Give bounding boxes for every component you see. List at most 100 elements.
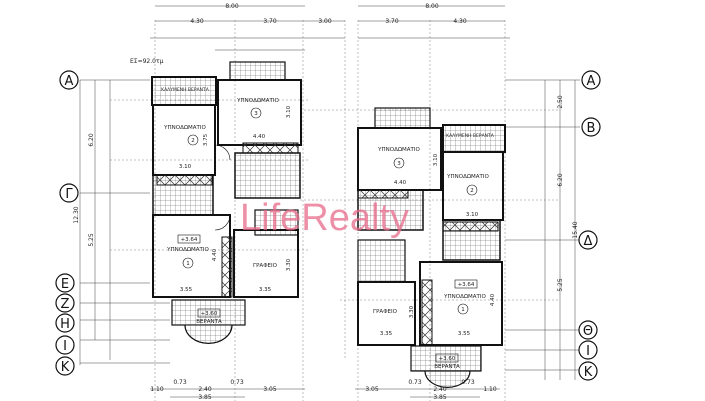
left-office [233,229,299,298]
dim-text: 3.75 [203,133,209,146]
dim-text: 3.05 [365,386,379,393]
dim-text: 3.30 [286,258,292,271]
right-level-box-1 [454,279,478,289]
right-room-number-circle-3 [393,157,405,169]
left-bathroom [234,152,301,199]
room-label: ΒΕΡΑΝΤΑ [434,364,460,370]
dim-text: 3.70 [385,18,399,25]
dim-text: 3.00 [318,18,332,25]
room-label: ΒΕΡΑΝΤΑ [196,319,222,325]
dim-text: 4.30 [190,18,204,25]
watermark: LifeRealty [240,197,409,239]
axis-label: Α [587,74,596,89]
dim-text: 4.40 [212,248,218,261]
dim-text: 3.10 [179,164,192,170]
dim-text: 3.05 [263,386,277,393]
dim-text: 3.10 [286,105,292,118]
axis-label: Η [60,317,70,332]
room-number: 1 [186,261,190,267]
room-label: ΥΠΝΟΔΩΜΑΤΙΟ [443,294,486,300]
level-text: +3.60 [201,311,218,317]
right-stairs [357,239,406,283]
right-level-box-2 [435,353,459,363]
dim-text: 3.35 [380,331,393,337]
dim-text: 8.00 [425,3,439,10]
right-veranda [410,345,482,372]
level-text: +3.60 [439,356,456,362]
dim-text: 2.40 [198,386,212,393]
left-plan [151,61,302,344]
left-veranda [171,299,246,326]
axis-label: Θ [583,324,593,339]
dim-text: 12.30 [73,206,80,223]
left-room-number-circle-3 [250,107,262,119]
dim-text: 3.10 [433,153,439,166]
left-level-box-1 [177,234,201,244]
left-room-number-circle-1 [182,257,194,269]
right-plan [357,107,506,388]
room-label: ΥΠΝΟΔΩΜΑΤΙΟ [377,147,420,153]
room-label: ΥΠΝΟΔΩΜΑΤΙΟ [446,174,489,180]
room-label: ΥΠΝΟΔΩΜΑΤΙΟ [236,98,279,104]
dim-text: 6.20 [88,133,95,147]
axis-label: Κ [61,360,70,375]
room-label: ΓΡΑΦΕΙΟ [373,309,398,315]
axis-label: Ε [61,277,69,292]
dim-text: 3.85 [433,394,447,401]
dim-text: 3.85 [198,394,212,401]
room-number: 3 [397,161,401,167]
axis-label: Ι [63,339,67,354]
dim-text: 2.40 [433,386,447,393]
right-veranda-arc [424,370,471,388]
dim-text: 4.40 [490,293,496,306]
right-wardrobe-b2 [442,221,499,232]
axis-label: Δ [584,234,593,249]
room-number: 2 [470,188,474,194]
dim-text: 4.40 [253,134,266,140]
level-text: +3.64 [181,237,198,243]
left-room-number-circle-2 [187,134,199,146]
dim-text: 4.40 [394,180,407,186]
axis-label: Β [587,121,596,136]
right-room-number-circle-1 [457,303,469,315]
area-note: ΕΣ=92.0τμ [130,58,164,65]
room-label: ΚΑΛΥΜΕΝΗ ΒΕΡΑΝΤΑ [161,87,210,93]
axis-label: Γ [65,187,73,202]
room-label: ΥΠΝΟΔΩΜΑΤΙΟ [166,247,209,253]
dim-text: 5.25 [557,278,564,292]
dim-text: 4.30 [453,18,467,25]
dim-text: 3.10 [466,212,479,218]
axis-label: Κ [584,365,593,380]
dim-text: 0.73 [408,379,422,386]
dim-text: 0.73 [173,379,187,386]
dim-text: 6.20 [557,173,564,187]
left-level-box-2 [197,308,221,318]
axis-bubbles [55,70,601,381]
dim-text: 1.10 [150,386,164,393]
dim-text: 8.00 [225,3,239,10]
room-label: ΚΑΛΥΜΕΝΗ ΒΕΡΑΝΤΑ [446,133,495,139]
dim-text: 3.55 [180,287,193,293]
dim-text: 5.25 [88,233,95,247]
dim-text: 1.10 [483,386,497,393]
dim-text: 0.73 [230,379,244,386]
right-office [357,281,416,346]
left-veranda-arc [184,324,233,344]
dim-text: 3.35 [259,287,272,293]
left-door-swing [214,144,231,161]
room-label: ΥΠΝΟΔΩΜΑΤΙΟ [163,125,206,131]
level-text: +3.64 [458,282,475,288]
right-covered-veranda [442,124,506,153]
dim-text: 2.50 [557,95,564,109]
dim-text: 3.70 [263,18,277,25]
right-wardrobe-b3 [357,189,409,199]
room-label: ΓΡΑΦΕΙΟ [253,263,278,269]
dim-text: 15.40 [572,221,579,238]
left-bedroom-1 [152,214,231,298]
left-wardrobe-b3 [242,142,299,154]
dim-text: 0.73 [461,379,475,386]
room-number: 2 [191,138,195,144]
axis-label: Ζ [61,297,70,312]
